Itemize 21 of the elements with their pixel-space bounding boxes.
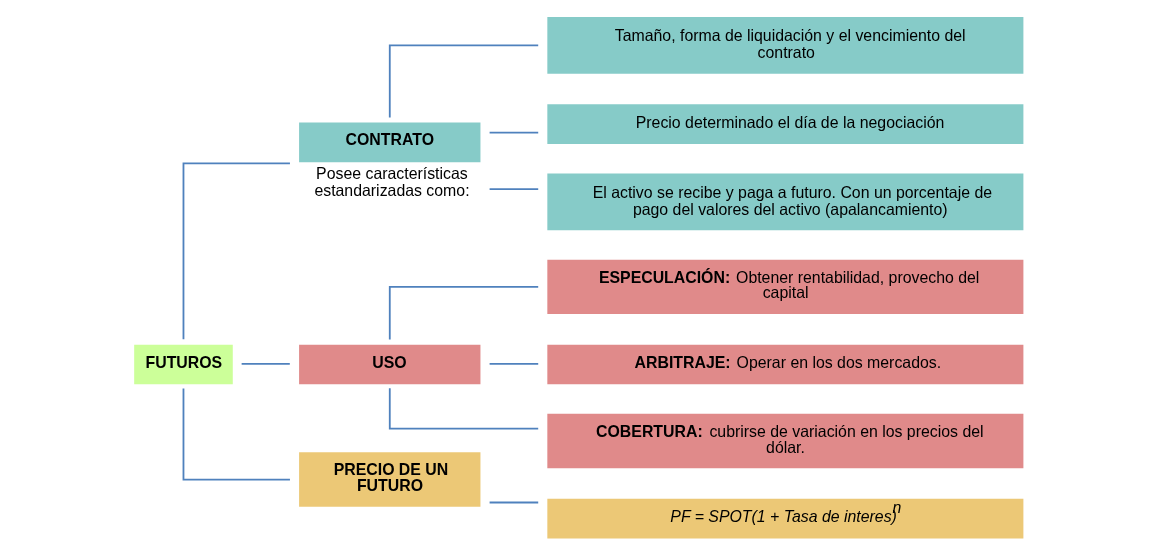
node-box: PRECIO DE UN FUTURO — [298, 452, 480, 507]
connector — [388, 285, 539, 341]
connector — [388, 44, 539, 119]
node-box: FUTUROS — [133, 344, 233, 385]
node-box: Precio determinado el día de la negociación — [546, 104, 1023, 145]
connector — [488, 501, 539, 504]
node-box: CONTRATO — [298, 122, 480, 163]
connector — [488, 188, 539, 190]
node-box: COBERTURA: cubrirse de variación en los precios del dólar. — [546, 413, 1023, 469]
connector — [240, 363, 291, 365]
node-label: Posee características estandarizadas como: — [313, 165, 470, 200]
connector — [488, 363, 539, 365]
node-box: El activo se recibe y paga a futuro. Con un porcentaje de pago del valores del activo (apalancamiento) — [546, 173, 1023, 231]
node-box: USO — [298, 344, 480, 385]
connector — [388, 387, 539, 430]
connector — [182, 162, 291, 341]
node-box: Tamaño, forma de liquidación y el vencimiento del contrato — [546, 17, 1023, 74]
connector — [488, 131, 539, 134]
connector — [182, 387, 291, 481]
node-box: ESPECULACIÓN: Obtener rentabilidad, provecho del capital — [546, 259, 1023, 315]
node-box: ARBITRAJE: Operar en los dos mercados. — [546, 344, 1023, 385]
